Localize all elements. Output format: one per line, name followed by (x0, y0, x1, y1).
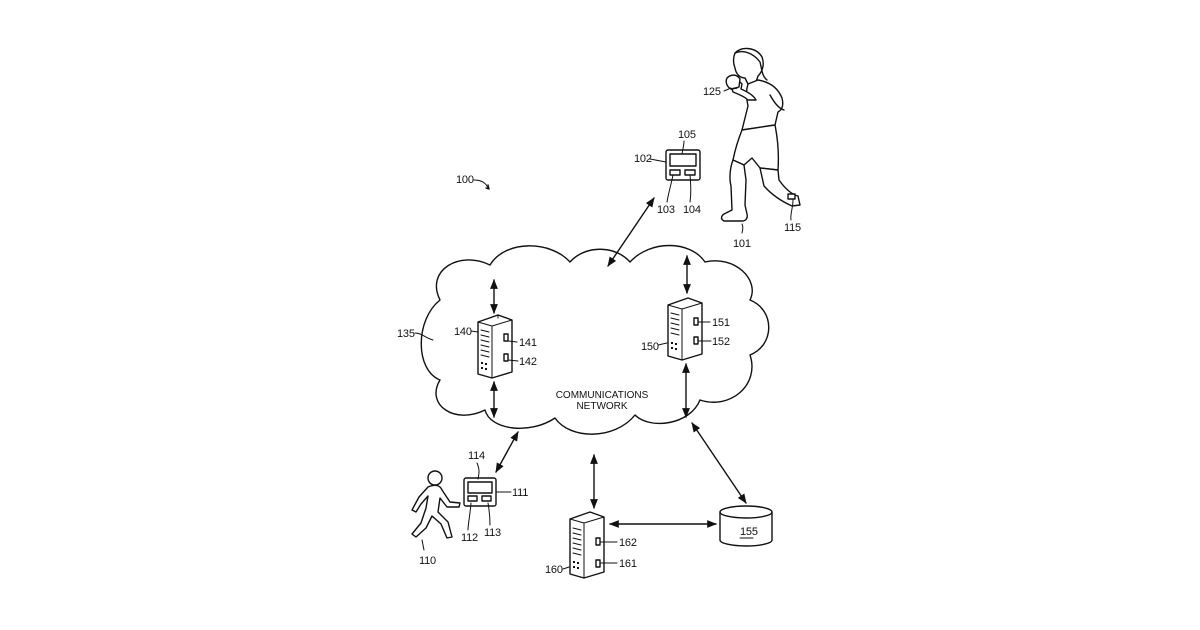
network-label-line-1: COMMUNICATIONS (556, 390, 649, 401)
label-151: 151 (712, 317, 730, 329)
label-111: 111 (512, 487, 528, 499)
label-152: 152 (712, 336, 730, 348)
label-103: 103 (657, 204, 675, 216)
server-140-port-1 (504, 334, 508, 341)
label-161: 161 (619, 558, 637, 570)
server-150-port-1 (694, 318, 698, 325)
athlete-figure (722, 48, 800, 221)
device-111-screen (468, 482, 492, 493)
server-140 (478, 315, 512, 378)
label-110: 110 (419, 555, 436, 567)
server-160-port-2 (596, 538, 600, 545)
label-160: 160 (545, 564, 563, 576)
label-162: 162 (619, 537, 637, 549)
device-102-button-left (670, 170, 680, 175)
walking-user-figure (412, 471, 460, 538)
label-125: 125 (703, 86, 721, 98)
arrow-network-155 (692, 423, 746, 503)
label-141: 141 (519, 337, 537, 349)
label-135: 135 (397, 328, 415, 340)
label-114: 114 (468, 450, 485, 462)
server-140-port-2 (504, 354, 508, 361)
device-111-button-left (468, 496, 477, 501)
arrow-111-network (496, 432, 518, 472)
label-140: 140 (454, 326, 472, 338)
label-100: 100 (456, 174, 474, 186)
device-111-button-right (482, 496, 491, 501)
label-101: 101 (733, 238, 751, 250)
label-105: 105 (678, 129, 696, 141)
label-155: 155 (740, 526, 758, 538)
server-150-port-2 (694, 337, 698, 344)
server-160 (570, 512, 604, 578)
server-160-port-1 (596, 560, 600, 567)
network-label-line-2: NETWORK (576, 401, 627, 412)
label-104: 104 (683, 204, 701, 216)
server-150 (668, 298, 702, 360)
label-142: 142 (519, 356, 537, 368)
label-112: 112 (461, 532, 478, 544)
device-111 (464, 478, 496, 506)
device-102-button-right (685, 170, 695, 175)
label-102: 102 (634, 153, 652, 165)
label-113: 113 (484, 527, 501, 539)
device-102-screen (670, 154, 696, 166)
label-150: 150 (641, 341, 659, 353)
device-102 (666, 150, 700, 180)
label-115: 115 (784, 222, 801, 234)
